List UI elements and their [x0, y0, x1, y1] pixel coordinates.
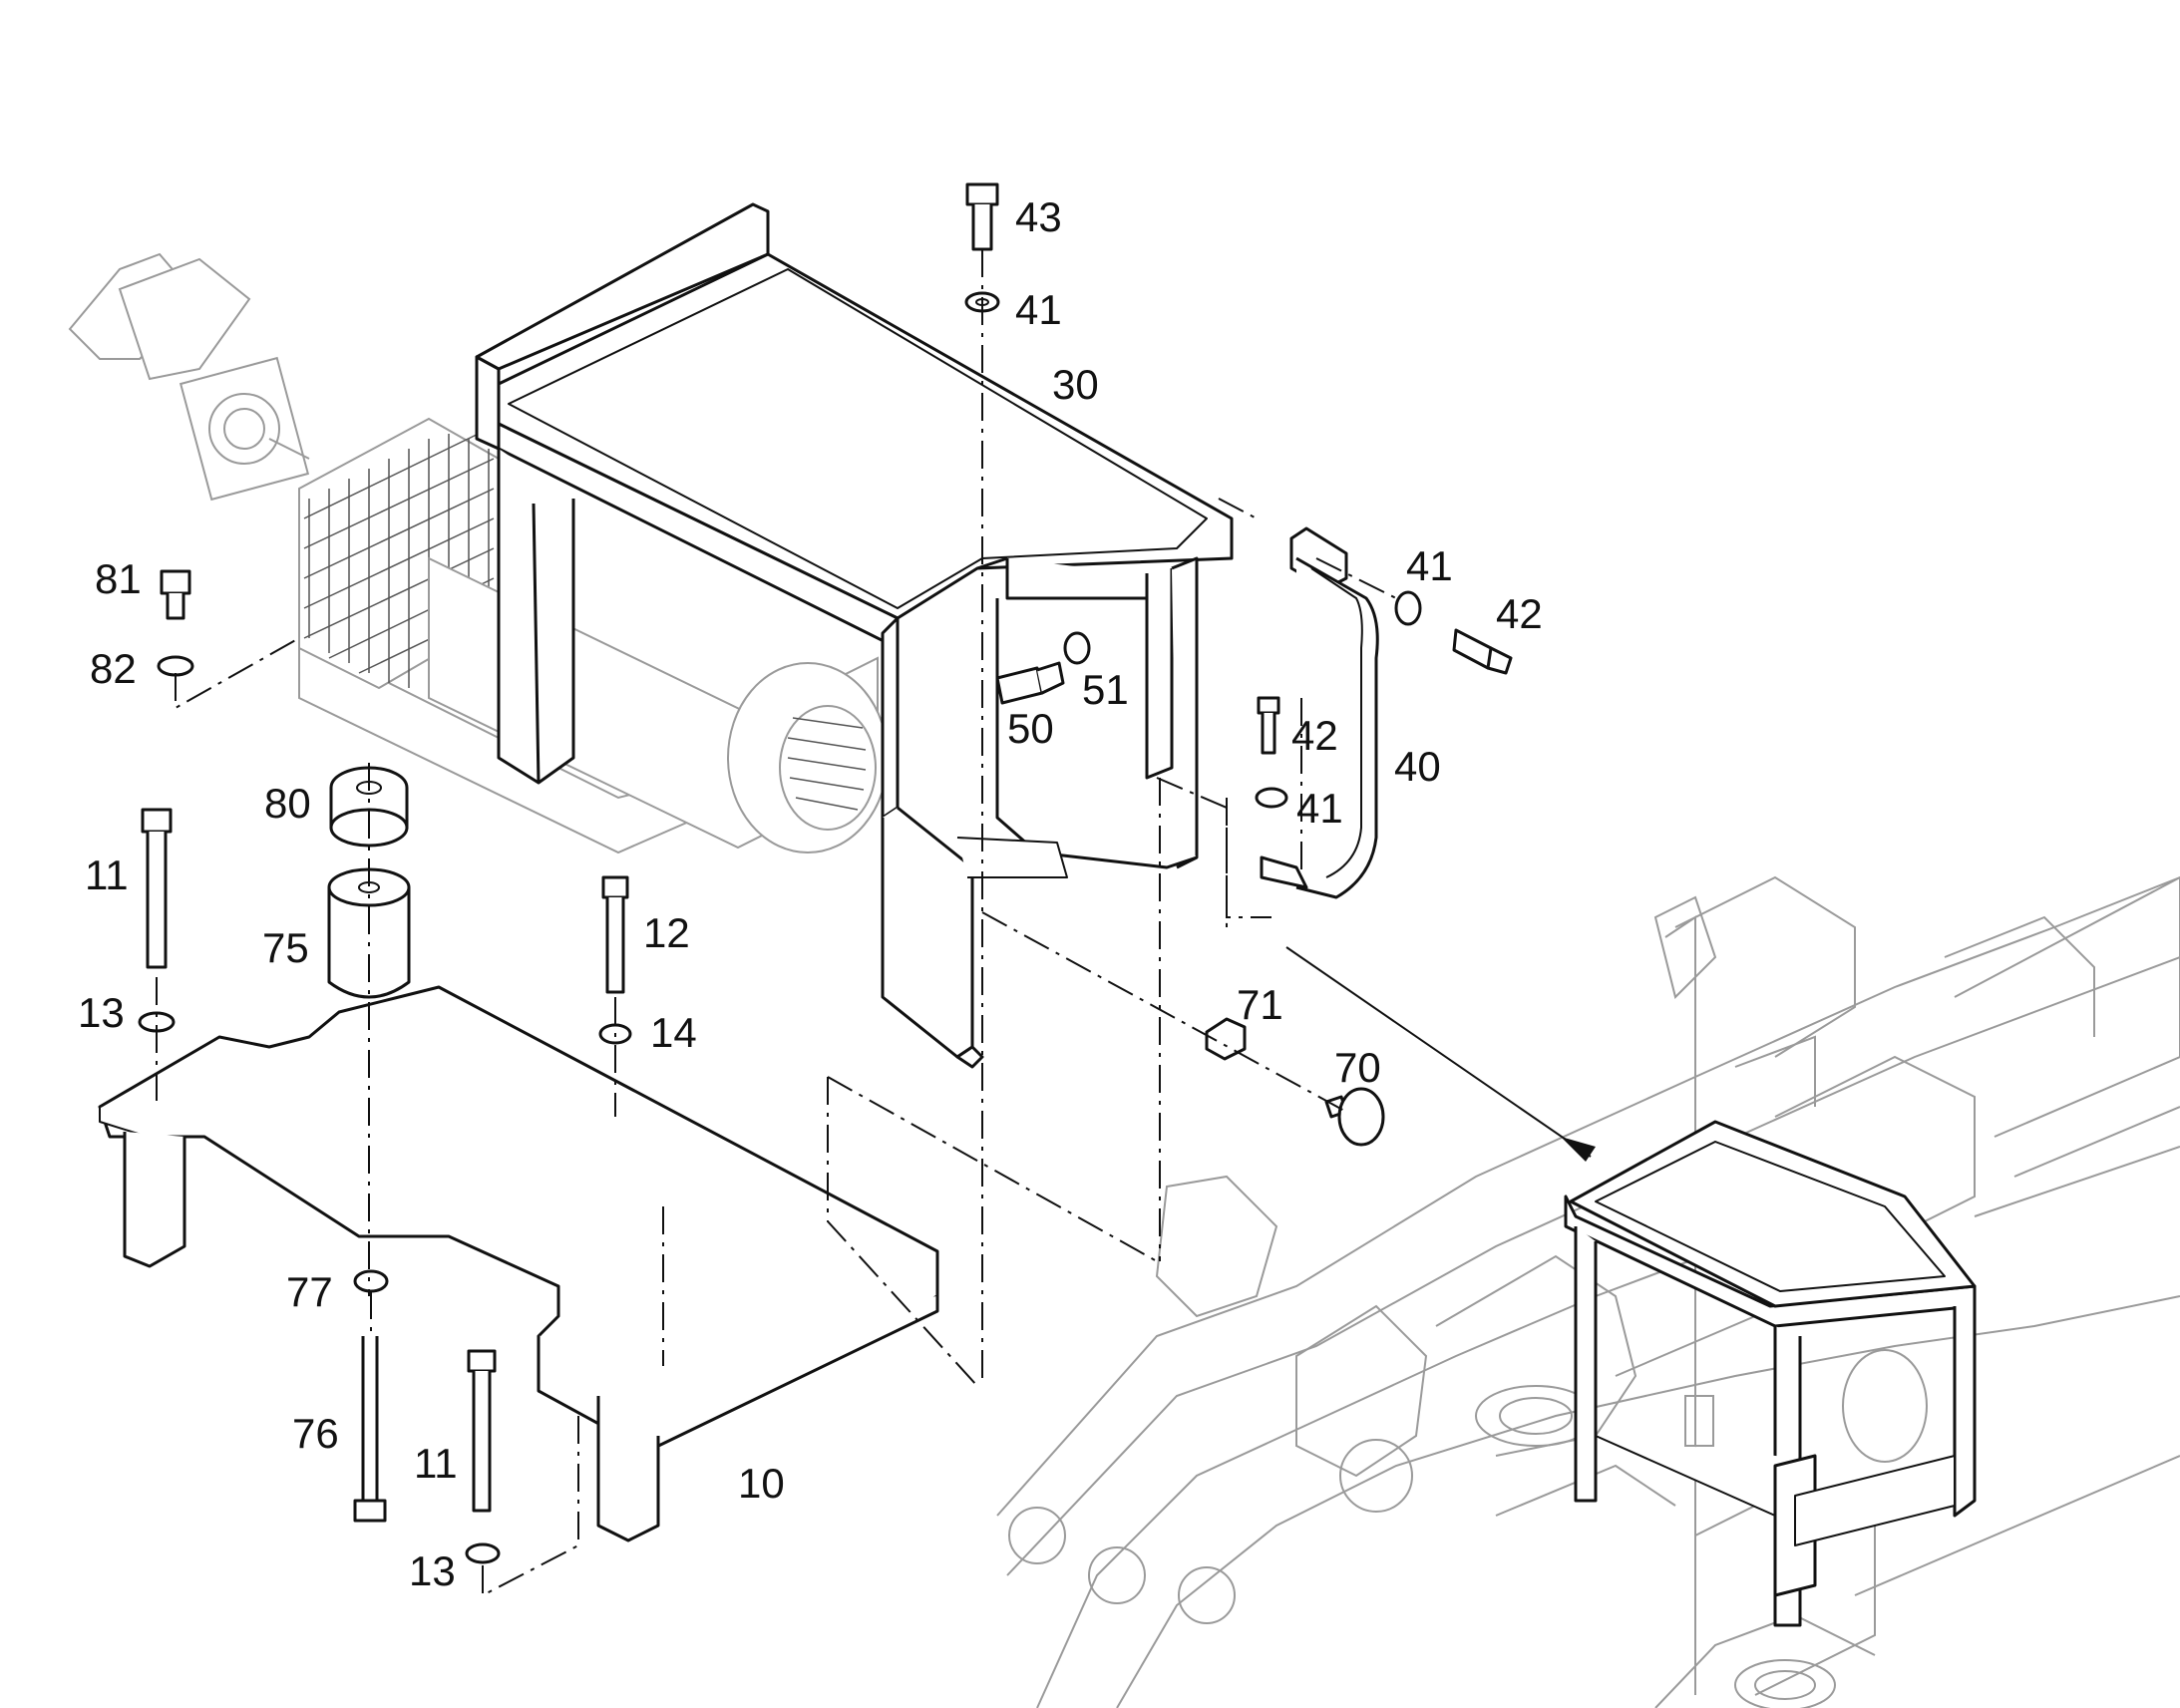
- arrow-head: [1561, 1137, 1596, 1162]
- hydraulic-motor: [68, 252, 310, 502]
- label-11-bottom: 11: [414, 1440, 458, 1487]
- label-13-bottom: 13: [409, 1547, 456, 1594]
- label-71: 71: [1237, 981, 1283, 1028]
- label-40: 40: [1394, 743, 1441, 790]
- label-42-mid: 42: [1291, 712, 1338, 759]
- label-41-right: 41: [1406, 542, 1453, 589]
- label-81: 81: [95, 555, 142, 602]
- fasteners: [138, 182, 1513, 1564]
- label-50: 50: [1007, 705, 1054, 752]
- label-76: 76: [292, 1410, 339, 1457]
- label-75: 75: [262, 924, 309, 971]
- label-13-left: 13: [78, 989, 125, 1036]
- part-labels: 43 41 30 41 42 81 82 51 50 42 40 41 80 1…: [78, 193, 1543, 1594]
- label-41-mid: 41: [1296, 785, 1343, 832]
- label-42-right: 42: [1496, 590, 1543, 637]
- label-51: 51: [1082, 666, 1129, 713]
- label-77: 77: [286, 1268, 333, 1315]
- handle-part-40: [1260, 526, 1379, 899]
- label-12: 12: [643, 909, 690, 956]
- label-41-top: 41: [1015, 286, 1062, 333]
- label-11-left: 11: [85, 852, 129, 898]
- installed-frame-view: [1564, 1120, 1977, 1627]
- label-82: 82: [90, 645, 137, 692]
- label-10: 10: [738, 1460, 785, 1507]
- label-43: 43: [1015, 193, 1062, 240]
- label-14: 14: [650, 1009, 697, 1056]
- label-70: 70: [1334, 1044, 1381, 1091]
- label-30: 30: [1052, 361, 1099, 408]
- base-plate-part-10: [98, 985, 939, 1542]
- centerlines: [156, 249, 1397, 1596]
- label-80: 80: [264, 780, 311, 827]
